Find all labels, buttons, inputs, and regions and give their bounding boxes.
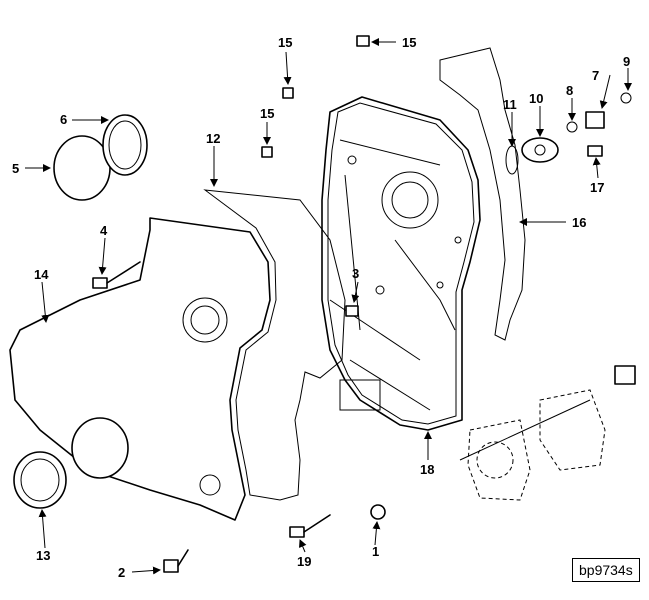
- front-cover: [9, 217, 271, 521]
- callout-13: 13: [36, 548, 50, 563]
- gear-housing-gasket: [327, 102, 475, 425]
- bolt-2: [163, 549, 189, 573]
- nut-1: [370, 504, 386, 520]
- callout-15-low: 15: [260, 106, 274, 121]
- callout-3: 3: [352, 266, 359, 281]
- accessory-drive-dashed: [459, 365, 636, 501]
- callout-5: 5: [12, 161, 19, 176]
- callout-1: 1: [372, 544, 379, 559]
- seal-assembly-upper: [53, 114, 148, 201]
- callout-9: 9: [623, 54, 630, 69]
- callout-labels: 1 2 3 4 5 6 7 8 9 10 11 12 13 14 15 15 1…: [12, 35, 630, 580]
- seal-assembly-lower: [13, 417, 129, 509]
- callout-2: 2: [118, 565, 125, 580]
- callout-leaders: [25, 38, 632, 575]
- callout-6: 6: [60, 112, 67, 127]
- figure-reference-code: bp9734s: [572, 558, 640, 582]
- callout-10: 10: [529, 91, 543, 106]
- callout-17: 17: [590, 180, 604, 195]
- rear-gasket: [439, 47, 526, 341]
- callout-19: 19: [297, 554, 311, 569]
- front-cover-gasket: [203, 189, 346, 501]
- callout-18: 18: [420, 462, 434, 477]
- bolt-19: [289, 514, 331, 538]
- callout-8: 8: [566, 83, 573, 98]
- callout-14: 14: [34, 267, 49, 282]
- callout-7: 7: [592, 68, 599, 83]
- sensor-assembly: [505, 92, 632, 175]
- callout-16: 16: [572, 215, 586, 230]
- callout-11: 11: [503, 97, 517, 112]
- callout-12: 12: [206, 131, 220, 146]
- callout-15-mid: 15: [278, 35, 292, 50]
- bolt-4: [92, 261, 141, 289]
- callout-15-top: 15: [402, 35, 416, 50]
- plugs-15: [261, 35, 370, 158]
- plug-3: [345, 305, 359, 317]
- callout-4: 4: [100, 223, 108, 238]
- gear-housing: [321, 96, 481, 431]
